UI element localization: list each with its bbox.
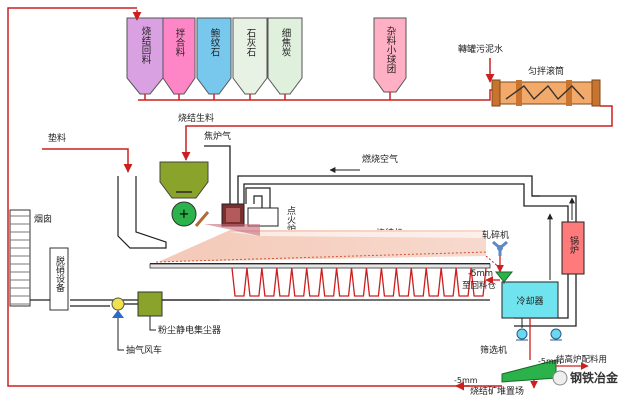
silo-label-coke: 细焦炭	[280, 27, 292, 57]
feed-hopper	[159, 161, 209, 199]
bedding-arrow	[42, 148, 133, 173]
boiler-box	[561, 221, 585, 275]
windbox-row	[231, 267, 487, 297]
fan-callout	[117, 318, 124, 351]
mixer-label: 匀拌滚筒	[528, 65, 564, 77]
misc-bin-label: 杂料小球团	[385, 26, 397, 74]
boiler-fan	[550, 328, 562, 341]
bedding-label: 垫料	[48, 132, 66, 144]
exhaust-fan-icon	[111, 297, 125, 318]
silo-label-sinter-return: 烧结回料	[140, 25, 152, 65]
mixer-drum	[491, 79, 601, 107]
crusher-icon	[492, 240, 508, 256]
blast-furnace-label: 结高炉配料用	[556, 354, 607, 365]
crusher-label: 轧碎机	[482, 229, 509, 241]
mixer-outlet-line	[181, 105, 613, 161]
bedding-hopper	[117, 176, 167, 249]
sinter-yard-label: 烧结矿堆置场	[470, 385, 524, 397]
silo-row	[126, 17, 303, 95]
cooler-label: 冷却器	[516, 295, 543, 307]
watermark-text: 钢铁冶金	[570, 370, 619, 385]
silo-mix	[162, 17, 196, 95]
silo-limestone	[232, 17, 268, 95]
silo-label-limestone: 石灰石	[245, 28, 257, 57]
minus5-label-b: -5mm	[538, 357, 562, 366]
ignition-label: 点火炉	[285, 206, 296, 234]
watermark: 钢铁冶金	[552, 370, 619, 386]
screen-label: 筛选机	[480, 344, 507, 356]
combustion-air-duct	[237, 175, 540, 204]
chimney	[9, 209, 31, 307]
cooler-fan	[516, 328, 528, 341]
silo-body	[196, 17, 232, 95]
drum-feeder	[171, 201, 197, 227]
fines-return-loop	[7, 7, 502, 387]
coke-gas-line	[204, 145, 231, 204]
drum-feeder-plus-icon: +	[179, 207, 190, 222]
coke-gas-label: 焦炉气	[204, 130, 231, 142]
screen-triangle	[494, 271, 514, 283]
silo-coke	[267, 17, 303, 95]
silo-discharge-lines	[138, 89, 496, 101]
exhaust-fan-label: 抽气风车	[126, 344, 162, 356]
misc-bin-body	[373, 17, 407, 93]
raw-mix-label: 烧结生料	[178, 112, 214, 124]
esp-box	[137, 291, 163, 317]
minus5-label-c: -5mm	[454, 376, 478, 385]
ignition-furnace	[221, 187, 279, 227]
desulf-label: 脱硝设备	[54, 255, 65, 292]
desulf-box	[49, 247, 69, 311]
sinter-machine	[149, 224, 491, 269]
sinter-discharge-dashed	[485, 255, 501, 269]
sludge-water-label: 轉罐污泥水	[458, 43, 503, 55]
silo-body	[232, 17, 268, 95]
cooler-box	[501, 281, 559, 319]
silo-body	[162, 17, 196, 95]
silo-ore	[196, 17, 232, 95]
esp-label: 粉尘静电集尘器	[158, 324, 221, 336]
silo-label-ore: 鲍纹石	[209, 27, 221, 57]
feeder-chute	[194, 211, 210, 227]
minus5-label-a: -5mm	[468, 269, 493, 279]
boiler-label: 锅炉	[568, 236, 579, 255]
chimney-label: 烟囱	[34, 213, 52, 225]
silo-body	[267, 17, 303, 95]
combustion-air-label: 燃烧空气	[362, 153, 398, 165]
esp-callout	[149, 316, 156, 331]
silo-label-mix: 拌合料	[174, 27, 186, 57]
return-bin-label: 至回料仓	[462, 280, 497, 291]
